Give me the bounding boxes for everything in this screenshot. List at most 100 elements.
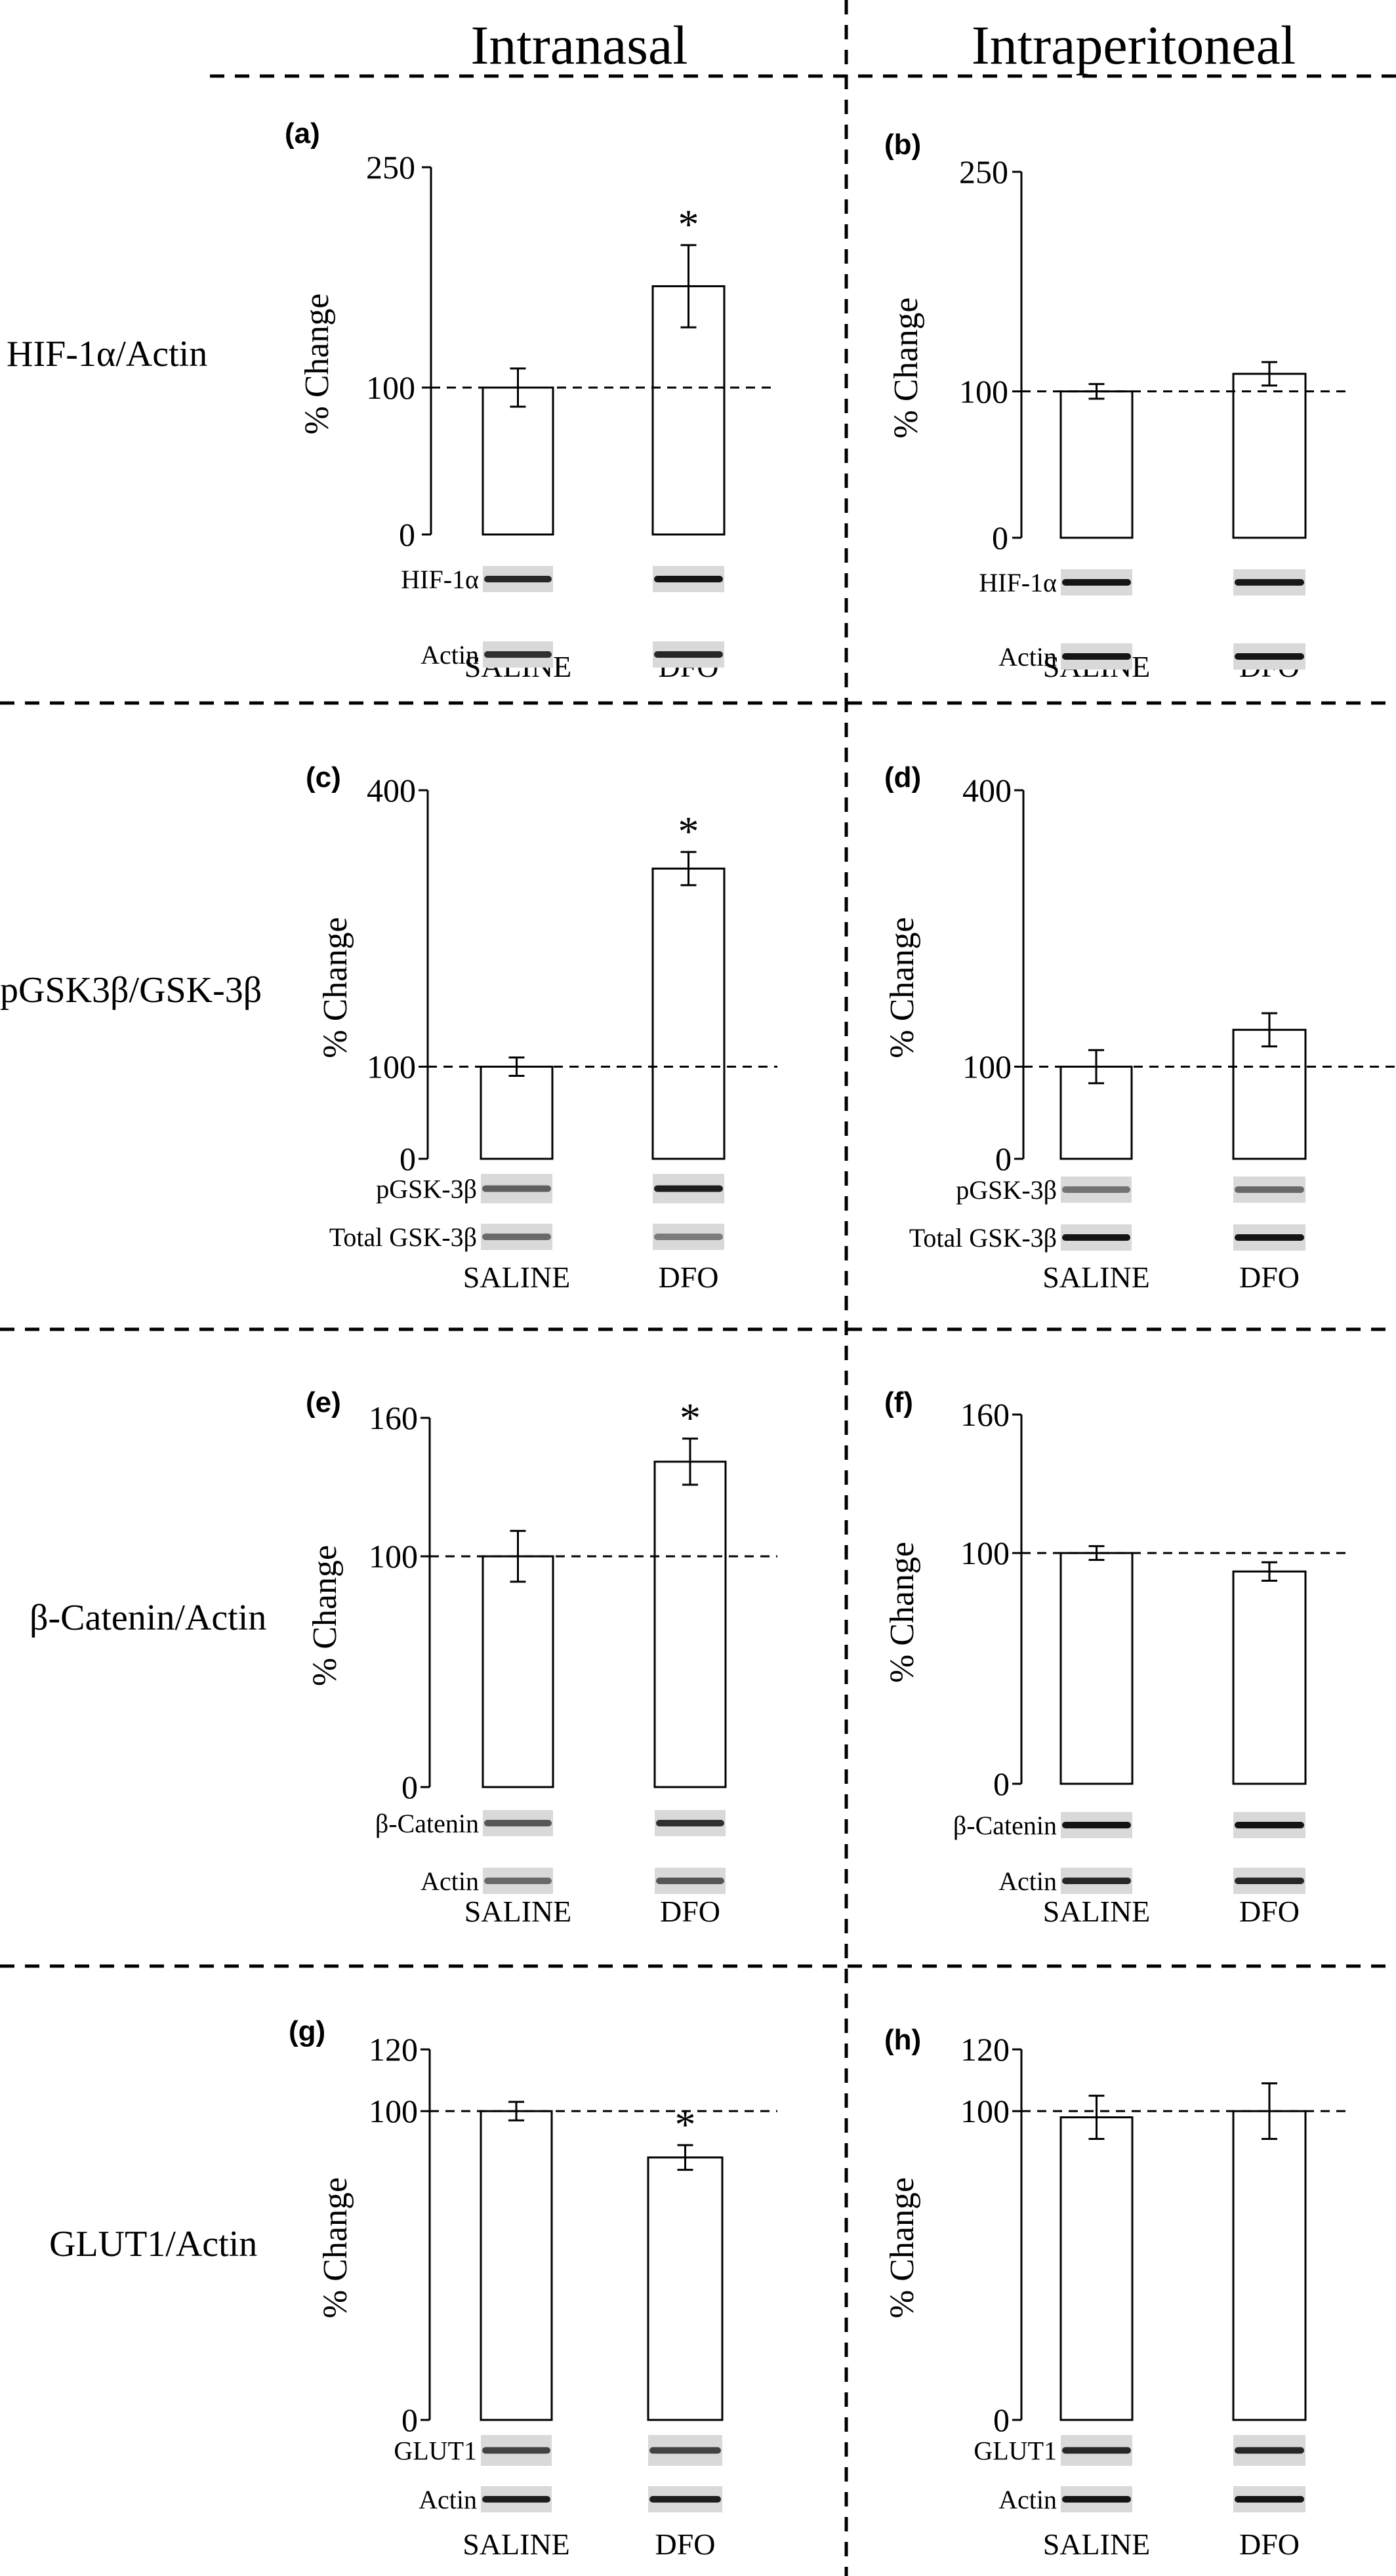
column-title-intraperitoneal: Intraperitoneal bbox=[972, 15, 1296, 76]
row-label-glut1: GLUT1/Actin bbox=[49, 2224, 257, 2264]
significance-marker: * bbox=[680, 1395, 701, 1441]
blot-band bbox=[482, 1234, 551, 1240]
blot-band bbox=[1062, 1186, 1130, 1193]
bar bbox=[480, 2110, 553, 2421]
bar bbox=[1232, 1028, 1307, 1160]
blot-label: β-Catenin bbox=[375, 1809, 479, 1838]
y-axis-label: % Change bbox=[884, 1542, 921, 1683]
blot-band bbox=[1235, 579, 1304, 586]
blot-band bbox=[484, 1878, 552, 1884]
column-title-intranasal: Intranasal bbox=[470, 15, 688, 76]
category-label: DFO bbox=[1239, 1895, 1300, 1928]
blot-band bbox=[1235, 1234, 1304, 1241]
blot-label: HIF-1α bbox=[401, 565, 479, 594]
blot-label: pGSK-3β bbox=[956, 1175, 1057, 1205]
significance-marker: * bbox=[678, 201, 699, 248]
row-label-hif: HIF-1α/Actin bbox=[7, 334, 207, 374]
y-tick-label: 100 bbox=[366, 369, 415, 406]
bar bbox=[1059, 1552, 1134, 1785]
y-tick-label: 100 bbox=[962, 1049, 1012, 1085]
blot-band bbox=[1062, 1822, 1131, 1828]
blot-label: Actin bbox=[421, 640, 479, 670]
blot-label: Actin bbox=[998, 2485, 1057, 2514]
panel-label: (c) bbox=[306, 761, 341, 794]
y-tick-label: 100 bbox=[959, 373, 1008, 410]
blot-band bbox=[1062, 1878, 1131, 1884]
blot-band bbox=[1062, 579, 1131, 586]
y-axis-label: % Change bbox=[317, 2177, 354, 2318]
blot-label: Actin bbox=[998, 1866, 1057, 1896]
y-tick-label: 100 bbox=[369, 2093, 418, 2129]
blot-band bbox=[654, 576, 723, 582]
panel-label: (d) bbox=[884, 761, 921, 794]
blot-band bbox=[1062, 2496, 1131, 2503]
bar bbox=[1232, 1570, 1307, 1785]
y-tick-label: 0 bbox=[400, 1140, 416, 1177]
blot-band bbox=[1062, 2447, 1131, 2454]
blot-band bbox=[482, 1185, 551, 1192]
blot-band bbox=[656, 1820, 724, 1826]
blot-band bbox=[654, 1185, 723, 1192]
y-tick-label: 400 bbox=[367, 772, 416, 809]
blot-band bbox=[482, 2496, 550, 2503]
bar bbox=[482, 386, 554, 536]
blot-label: Actin bbox=[419, 2485, 477, 2514]
bar bbox=[647, 2156, 724, 2421]
blot-band bbox=[656, 1878, 724, 1884]
y-tick-label: 0 bbox=[401, 1769, 418, 1805]
blot-band bbox=[1235, 2496, 1304, 2503]
significance-marker: * bbox=[675, 2101, 696, 2148]
blot-band bbox=[484, 651, 552, 658]
blot-band bbox=[482, 2447, 550, 2454]
bar bbox=[1059, 2116, 1134, 2421]
blot-band bbox=[654, 651, 723, 658]
category-label: SALINE bbox=[463, 1260, 571, 1294]
bar bbox=[1232, 2110, 1307, 2421]
bar bbox=[651, 867, 726, 1160]
blot-band bbox=[1235, 2447, 1304, 2454]
category-label: DFO bbox=[1239, 2527, 1300, 2561]
y-axis-label: % Change bbox=[884, 2177, 921, 2318]
bar bbox=[1232, 372, 1307, 539]
y-tick-label: 120 bbox=[960, 2031, 1010, 2068]
blot-label: Actin bbox=[421, 1866, 479, 1896]
blot-label: pGSK-3β bbox=[376, 1175, 477, 1204]
y-tick-label: 400 bbox=[962, 772, 1012, 809]
blot-label: Total GSK-3β bbox=[909, 1223, 1057, 1253]
blot-label: GLUT1 bbox=[974, 2436, 1057, 2466]
category-label: SALINE bbox=[464, 1895, 572, 1928]
y-tick-label: 160 bbox=[960, 1396, 1010, 1433]
panel-label: (h) bbox=[884, 2024, 921, 2056]
y-tick-label: 0 bbox=[995, 1140, 1012, 1177]
blot-label: GLUT1 bbox=[394, 2436, 477, 2466]
y-tick-label: 0 bbox=[992, 519, 1008, 556]
y-tick-label: 100 bbox=[960, 2093, 1010, 2129]
y-tick-label: 250 bbox=[366, 149, 415, 186]
blot-band bbox=[649, 2447, 721, 2454]
blot-label: Total GSK-3β bbox=[329, 1222, 477, 1252]
blot-band bbox=[1235, 653, 1304, 660]
category-label: SALINE bbox=[462, 2527, 570, 2561]
y-tick-label: 0 bbox=[993, 2402, 1010, 2438]
y-axis-label: % Change bbox=[888, 297, 925, 438]
bar bbox=[653, 1460, 727, 1788]
y-tick-label: 250 bbox=[959, 153, 1008, 190]
y-tick-label: 0 bbox=[401, 2402, 418, 2438]
blot-band bbox=[654, 1234, 723, 1240]
blot-label: β-Catenin bbox=[953, 1811, 1057, 1840]
category-label: SALINE bbox=[1043, 1895, 1151, 1928]
category-label: SALINE bbox=[1043, 2527, 1151, 2561]
bar bbox=[1059, 1066, 1133, 1160]
category-label: DFO bbox=[1239, 1260, 1300, 1294]
bar bbox=[1059, 390, 1134, 539]
significance-marker: * bbox=[678, 808, 699, 855]
y-axis-label: % Change bbox=[884, 917, 921, 1058]
panel-label: (g) bbox=[289, 2015, 325, 2047]
category-label: DFO bbox=[655, 2527, 715, 2561]
blot-band bbox=[484, 576, 552, 582]
